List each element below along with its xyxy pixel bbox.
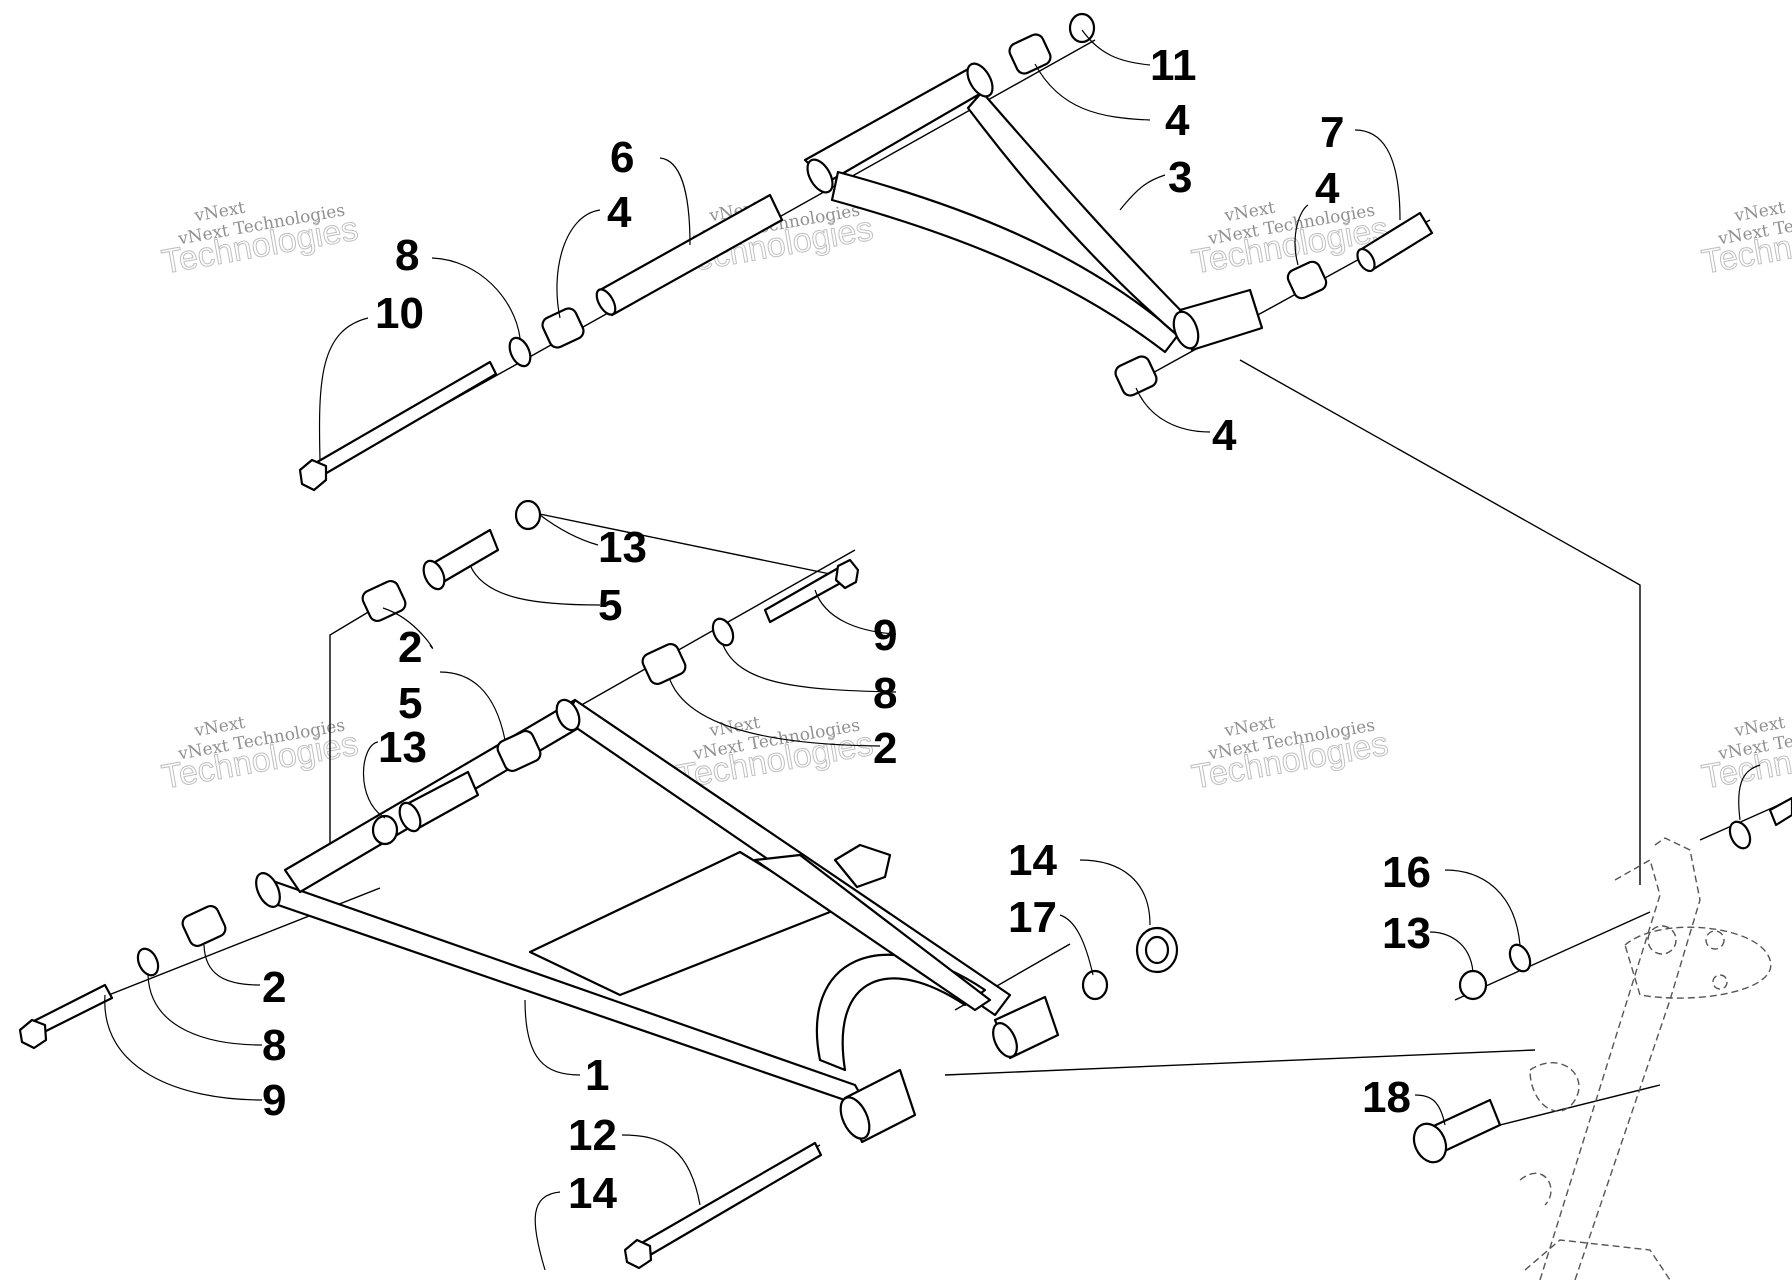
callout-label: 10 xyxy=(375,289,424,338)
callout-label: 2 xyxy=(873,724,897,773)
callout-label: 4 xyxy=(1165,96,1190,145)
leader-lines xyxy=(104,29,1761,1271)
callouts: 11 4 3 7 4 6 4 8 10 4 13 5 9 2 5 8 13 2 … xyxy=(262,41,1431,1218)
callout-label: 8 xyxy=(395,231,419,280)
callout-label: 2 xyxy=(398,623,422,672)
watermark: vNext vNext Technologies Technologies xyxy=(1188,198,1391,282)
callout-label: 13 xyxy=(378,723,427,772)
callout-label: 5 xyxy=(398,679,422,728)
callout-label: 11 xyxy=(1150,41,1197,90)
callout-label: 14 xyxy=(568,1169,617,1218)
callout-label: 12 xyxy=(568,1111,617,1160)
callout-label: 9 xyxy=(262,1076,286,1125)
callout-label: 2 xyxy=(262,963,286,1012)
upper-a-arm xyxy=(803,62,1264,354)
callout-label: 8 xyxy=(873,669,897,718)
lower-hardware xyxy=(18,499,1179,1270)
callout-label: 7 xyxy=(1320,108,1344,157)
callout-label: 16 xyxy=(1382,848,1431,897)
callout-label: 13 xyxy=(1382,909,1431,958)
upper-hardware xyxy=(298,12,1434,492)
watermark: vNext vNext Technologies Technologies xyxy=(1698,198,1792,282)
watermark: vNext vNext Technologies Technologies xyxy=(1698,713,1792,797)
callout-label: 13 xyxy=(598,523,647,572)
callout-label: 4 xyxy=(607,188,632,237)
callout-label: 5 xyxy=(598,581,622,630)
callout-label: 4 xyxy=(1315,164,1340,213)
watermark: vNext vNext Technologies Technologies xyxy=(158,198,361,282)
callout-label: 3 xyxy=(1168,153,1192,202)
callout-label: 17 xyxy=(1008,893,1057,942)
spindle-outline xyxy=(1519,837,1772,1280)
callout-label: 8 xyxy=(262,1021,286,1070)
lower-a-arm xyxy=(255,698,1060,1144)
callout-label: 14 xyxy=(1008,836,1057,885)
callout-label: 4 xyxy=(1212,411,1237,460)
watermark: vNext vNext Technologies Technologies xyxy=(1188,713,1391,797)
callout-label: 18 xyxy=(1362,1073,1411,1122)
callout-label: 9 xyxy=(873,611,897,660)
callout-label: 1 xyxy=(585,1051,609,1100)
callout-label: 6 xyxy=(610,133,634,182)
spindle-hardware xyxy=(1412,796,1792,1164)
